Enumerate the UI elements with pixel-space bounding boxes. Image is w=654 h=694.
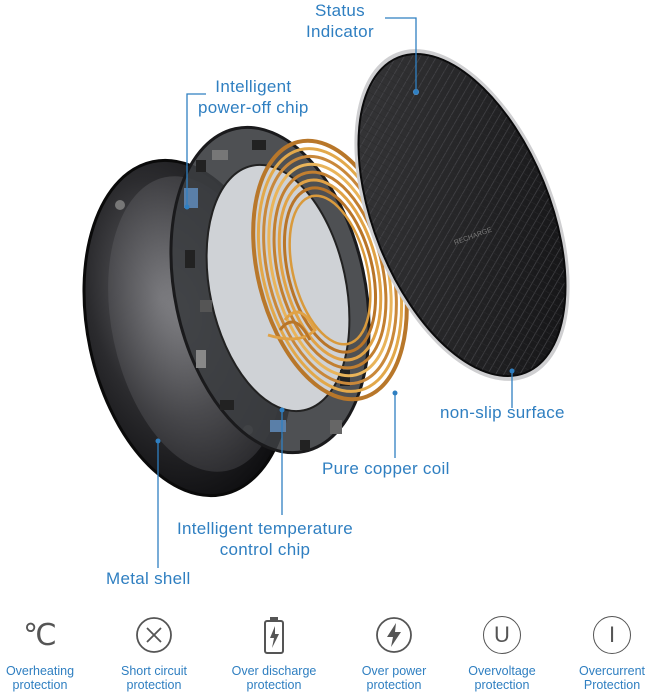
feature-overheating: ℃ Overheating protection (0, 612, 98, 693)
status-indicator-label: Status Indicator (306, 0, 374, 42)
temperature-chip-line2: control chip (219, 540, 311, 559)
feature-short-circuit: Short circuit protection (96, 612, 212, 692)
feature-over-power: Over power protection (336, 612, 452, 692)
feature-label: Overvoltage protection (444, 664, 560, 692)
feature-label: Overheating protection (0, 664, 98, 692)
celsius-icon: ℃ (0, 612, 98, 658)
feature-label-line1: Overcurrent (579, 664, 645, 678)
feature-label-line1: Overheating (5, 664, 75, 678)
feature-label-line2: protection (12, 678, 68, 692)
feature-label-line2: protection (474, 678, 530, 692)
temperature-chip-label: Intelligent temperature control chip (177, 518, 353, 560)
power-off-chip-line2: power-off chip (198, 98, 309, 117)
feature-label-line2: protection (366, 678, 422, 692)
feature-label-line1: Over power (361, 664, 427, 678)
celsius-symbol: ℃ (23, 617, 57, 653)
voltage-symbol: U (494, 622, 510, 647)
metal-shell-label: Metal shell (106, 569, 191, 588)
power-off-chip-line1: Intelligent (215, 77, 292, 96)
feature-label-line1: Over discharge (231, 664, 317, 678)
feature-label: Over power protection (336, 664, 452, 692)
feature-label-line2: protection (126, 678, 182, 692)
temperature-chip-line1: Intelligent temperature (177, 519, 354, 538)
feature-label-line2: Protection (583, 678, 641, 692)
feature-over-discharge: Over discharge protection (216, 612, 332, 692)
non-slip-pad: RECHARGE (340, 30, 590, 406)
lightning-icon (336, 612, 452, 658)
status-indicator-line2: Indicator (306, 22, 374, 41)
battery-icon (216, 612, 332, 658)
feature-label: Over discharge protection (216, 664, 332, 692)
callout-leader-lines (155, 17, 515, 568)
feature-label-line1: Short circuit (121, 664, 187, 678)
feature-label-line1: Overvoltage (468, 664, 536, 678)
short-circuit-icon (96, 612, 212, 658)
feature-label: Overcurrent Protection (554, 664, 654, 692)
feature-label: Short circuit protection (96, 664, 212, 692)
current-icon: I (554, 612, 654, 658)
non-slip-surface-label: non-slip surface (440, 403, 565, 422)
feature-overvoltage: U Overvoltage protection (444, 612, 560, 692)
feature-label-line2: protection (246, 678, 302, 692)
feature-overcurrent: I Overcurrent Protection (554, 612, 654, 692)
status-indicator-line1: Status (314, 1, 365, 20)
voltage-icon: U (444, 612, 560, 658)
current-symbol: I (608, 622, 616, 647)
copper-coil-label: Pure copper coil (322, 459, 450, 478)
power-off-chip-label: Intelligent power-off chip (198, 76, 309, 118)
